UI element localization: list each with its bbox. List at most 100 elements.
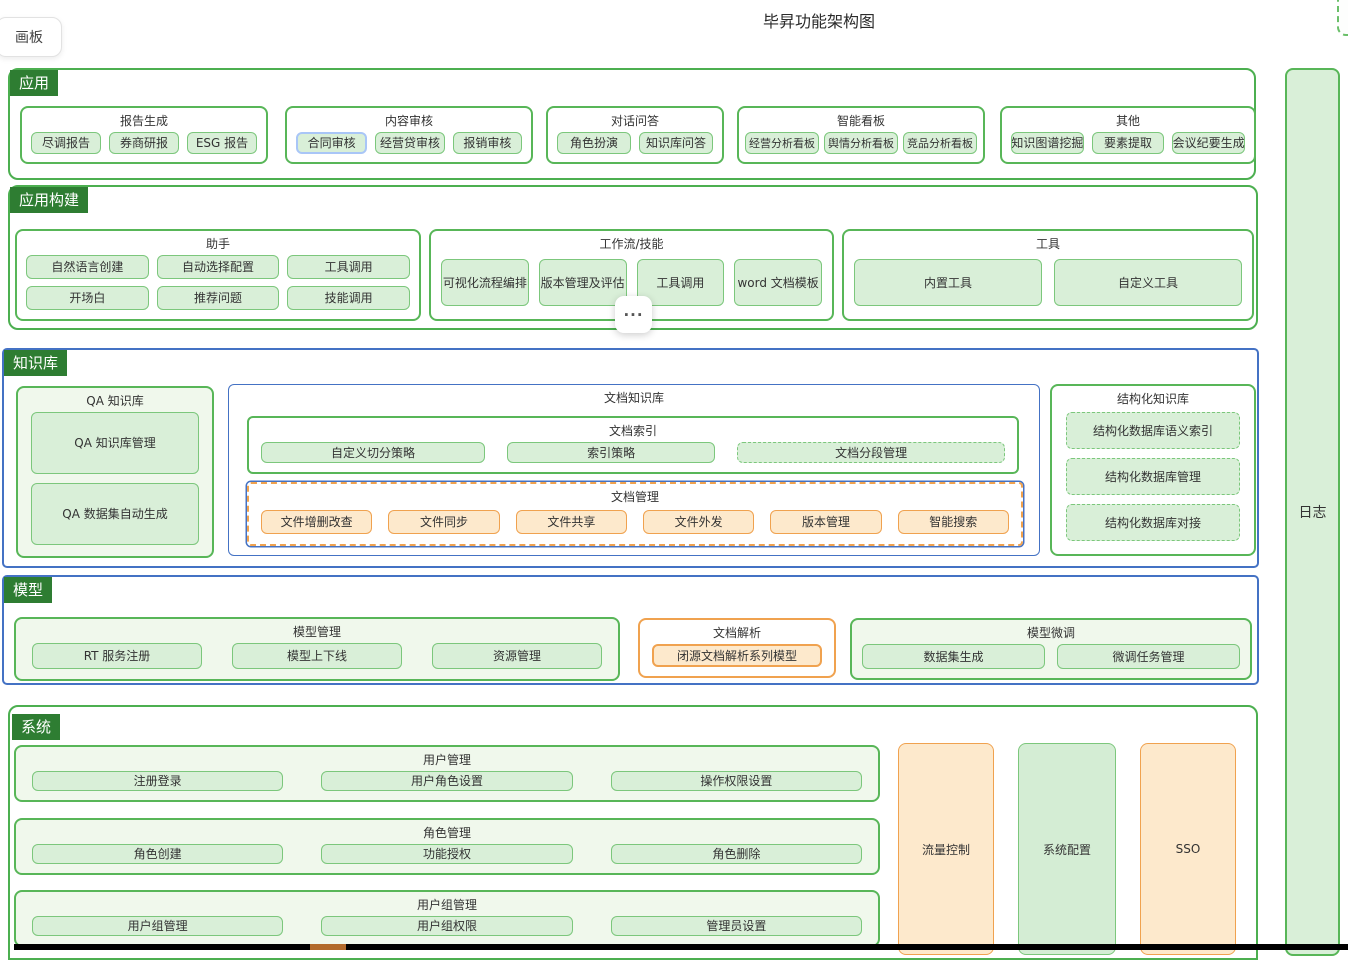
- group-title: 文档知识库: [603, 391, 664, 405]
- item-role-play[interactable]: 角色扮演: [557, 132, 631, 154]
- item-structured-db-mgmt[interactable]: 结构化数据库管理: [1066, 458, 1240, 495]
- group-title: 智能看板: [836, 114, 885, 128]
- group-qa-kb[interactable]: QA 知识库 QA 知识库管理 QA 数据集自动生成: [16, 386, 214, 558]
- group-doc-index[interactable]: 文档索引 自定义切分策略 索引策略 文档分段管理: [247, 416, 1019, 474]
- group-assistant[interactable]: 助手 自然语言创建 自动选择配置 工具调用 开场白 推荐问题 技能调用: [15, 229, 421, 321]
- section-knowledge-base[interactable]: 知识库 QA 知识库 QA 知识库管理 QA 数据集自动生成 文档知识库 文档索…: [2, 348, 1259, 568]
- item-file-share[interactable]: 文件共享: [515, 510, 627, 534]
- item-file-crud[interactable]: 文件增删改查: [261, 510, 373, 534]
- bottom-cutoff-black-bar: [14, 944, 1348, 950]
- group-title: 模型管理: [292, 625, 341, 639]
- group-title: 工作流/技能: [599, 237, 664, 251]
- group-user-mgmt[interactable]: 用户管理 注册登录 用户角色设置 操作权限设置: [14, 745, 880, 802]
- item-version-mgmt[interactable]: 版本管理: [770, 510, 882, 534]
- section-model[interactable]: 模型 模型管理 RT 服务注册 模型上下线 资源管理 文档解析 闭源文档解析系列…: [2, 575, 1259, 685]
- item-user-group-permission[interactable]: 用户组权限: [321, 916, 573, 936]
- item-builtin-tools[interactable]: 内置工具: [854, 259, 1042, 306]
- item-opening-line[interactable]: 开场白: [26, 286, 149, 310]
- item-recommended-questions[interactable]: 推荐问题: [156, 286, 280, 310]
- group-title: 结构化知识库: [1116, 392, 1189, 406]
- section-app-build-label: 应用构建: [10, 187, 89, 214]
- item-word-doc-template[interactable]: word 文档模板: [734, 259, 822, 306]
- bottom-cutoff-orange-segment: [310, 944, 346, 950]
- item-element-extraction[interactable]: 要素提取: [1091, 132, 1165, 154]
- item-kb-qa[interactable]: 知识库问答: [639, 132, 713, 154]
- page-title: 毕昇功能架构图: [763, 12, 876, 31]
- group-role-mgmt[interactable]: 角色管理 角色创建 功能授权 角色删除: [14, 818, 880, 875]
- item-dataset-generation[interactable]: 数据集生成: [862, 644, 1045, 669]
- section-system[interactable]: 系统 用户管理 注册登录 用户角色设置 操作权限设置 角色管理 角色创建 功能授…: [8, 705, 1258, 960]
- group-doc-parse[interactable]: 文档解析 闭源文档解析系列模型: [638, 618, 836, 678]
- pillar-system-config[interactable]: 系统配置: [1018, 743, 1116, 955]
- item-file-sync[interactable]: 文件同步: [388, 510, 500, 534]
- item-esg-report[interactable]: ESG 报告: [187, 132, 257, 154]
- group-smart-dashboard[interactable]: 智能看板 经营分析看板 舆情分析看板 竞品分析看板: [737, 106, 985, 164]
- group-model-mgmt[interactable]: 模型管理 RT 服务注册 模型上下线 资源管理: [14, 617, 620, 681]
- item-role-delete[interactable]: 角色删除: [610, 844, 862, 864]
- item-visual-flow-orchestration[interactable]: 可视化流程编排: [441, 259, 529, 306]
- item-structured-db-semantic-index[interactable]: 结构化数据库语义索引: [1066, 412, 1240, 449]
- item-user-group-mgmt[interactable]: 用户组管理: [32, 916, 284, 936]
- section-app-label: 应用: [10, 70, 59, 97]
- item-closed-source-doc-parse-models[interactable]: 闭源文档解析系列模型: [652, 644, 822, 667]
- item-expense-review[interactable]: 报销审核: [452, 132, 522, 154]
- item-auto-select-config[interactable]: 自动选择配置: [156, 255, 280, 279]
- pillar-sso[interactable]: SSO: [1140, 743, 1236, 955]
- item-role-create[interactable]: 角色创建: [32, 844, 284, 864]
- group-others[interactable]: 其他 知识图谱挖掘 要素提取 会议纪要生成: [1000, 106, 1256, 164]
- item-custom-tools[interactable]: 自定义工具: [1054, 259, 1242, 306]
- group-doc-mgmt[interactable]: 文档管理 文件增删改查 文件同步 文件共享 文件外发 版本管理 智能搜索: [247, 482, 1023, 546]
- group-title: 用户管理: [422, 753, 471, 767]
- section-app[interactable]: 应用 报告生成 尽调报告 券商研报 ESG 报告 内容审核 合同审核 经营贷审核…: [8, 68, 1256, 180]
- item-business-loan-review[interactable]: 经营贷审核: [375, 132, 445, 154]
- group-title: 工具: [1035, 237, 1060, 251]
- group-report-generation[interactable]: 报告生成 尽调报告 券商研报 ESG 报告: [20, 106, 268, 164]
- item-version-mgmt-eval[interactable]: 版本管理及评估: [538, 259, 627, 306]
- item-qa-dataset-autogen[interactable]: QA 数据集自动生成: [31, 483, 199, 545]
- group-dialog-qa[interactable]: 对话问答 角色扮演 知识库问答: [546, 106, 724, 164]
- group-tools[interactable]: 工具 内置工具 自定义工具: [842, 229, 1254, 321]
- item-model-on-offline[interactable]: 模型上下线: [232, 643, 402, 669]
- item-file-outbound[interactable]: 文件外发: [642, 510, 755, 534]
- group-title: 助手: [205, 237, 230, 251]
- item-qa-kb-mgmt[interactable]: QA 知识库管理: [31, 412, 199, 474]
- section-app-build[interactable]: 应用构建 助手 自然语言创建 自动选择配置 工具调用 开场白 推荐问题 技能调用…: [8, 185, 1258, 333]
- item-tool-call[interactable]: 工具调用: [287, 255, 411, 279]
- item-admin-setting[interactable]: 管理员设置: [610, 916, 862, 936]
- group-user-group-mgmt[interactable]: 用户组管理 用户组管理 用户组权限 管理员设置: [14, 890, 880, 947]
- item-contract-review-selected[interactable]: 合同审核: [296, 132, 368, 154]
- more-ellipsis-button[interactable]: ···: [615, 296, 652, 333]
- group-model-finetune[interactable]: 模型微调 数据集生成 微调任务管理: [850, 618, 1252, 680]
- item-tool-call[interactable]: 工具调用: [636, 259, 725, 306]
- item-resource-mgmt[interactable]: 资源管理: [432, 643, 602, 669]
- item-doc-segment-mgmt[interactable]: 文档分段管理: [737, 442, 1005, 463]
- item-index-strategy[interactable]: 索引策略: [507, 442, 716, 463]
- item-finetune-task-mgmt[interactable]: 微调任务管理: [1057, 644, 1240, 669]
- item-sentiment-analysis-board[interactable]: 舆情分析看板: [824, 132, 898, 154]
- item-rt-service-register[interactable]: RT 服务注册: [32, 643, 202, 669]
- item-operation-permission-setting[interactable]: 操作权限设置: [610, 771, 862, 791]
- item-due-diligence-report[interactable]: 尽调报告: [31, 132, 101, 154]
- item-user-role-setting[interactable]: 用户角色设置: [321, 771, 573, 791]
- item-smart-search[interactable]: 智能搜索: [897, 510, 1009, 534]
- item-custom-split-strategy[interactable]: 自定义切分策略: [261, 442, 486, 463]
- group-title: 内容审核: [384, 114, 433, 128]
- group-content-review[interactable]: 内容审核 合同审核 经营贷审核 报销审核: [285, 106, 533, 164]
- group-workflow-skill[interactable]: 工作流/技能 可视化流程编排 版本管理及评估 工具调用 word 文档模板: [429, 229, 834, 321]
- item-structured-db-connect[interactable]: 结构化数据库对接: [1066, 504, 1240, 541]
- item-function-authorize[interactable]: 功能授权: [321, 844, 573, 864]
- item-business-analysis-board[interactable]: 经营分析看板: [745, 132, 819, 154]
- group-structured-kb[interactable]: 结构化知识库 结构化数据库语义索引 结构化数据库管理 结构化数据库对接: [1050, 384, 1256, 556]
- item-register-login[interactable]: 注册登录: [32, 771, 284, 791]
- item-broker-research-report[interactable]: 券商研报: [109, 132, 179, 154]
- item-competitor-analysis-board[interactable]: 竞品分析看板: [903, 132, 977, 154]
- logs-column[interactable]: 日志: [1285, 68, 1340, 956]
- group-doc-kb[interactable]: 文档知识库 文档索引 自定义切分策略 索引策略 文档分段管理 文档管理 文件增删…: [228, 384, 1040, 556]
- offscreen-dashed-shape[interactable]: [1337, 0, 1348, 36]
- item-skill-call[interactable]: 技能调用: [287, 286, 411, 310]
- item-knowledge-graph-mining[interactable]: 知识图谱挖掘: [1011, 132, 1084, 154]
- pillar-flow-control[interactable]: 流量控制: [898, 743, 994, 955]
- item-meeting-minutes[interactable]: 会议纪要生成: [1172, 132, 1246, 154]
- board-tab[interactable]: 画板: [0, 17, 62, 57]
- item-natural-language-create[interactable]: 自然语言创建: [26, 255, 149, 279]
